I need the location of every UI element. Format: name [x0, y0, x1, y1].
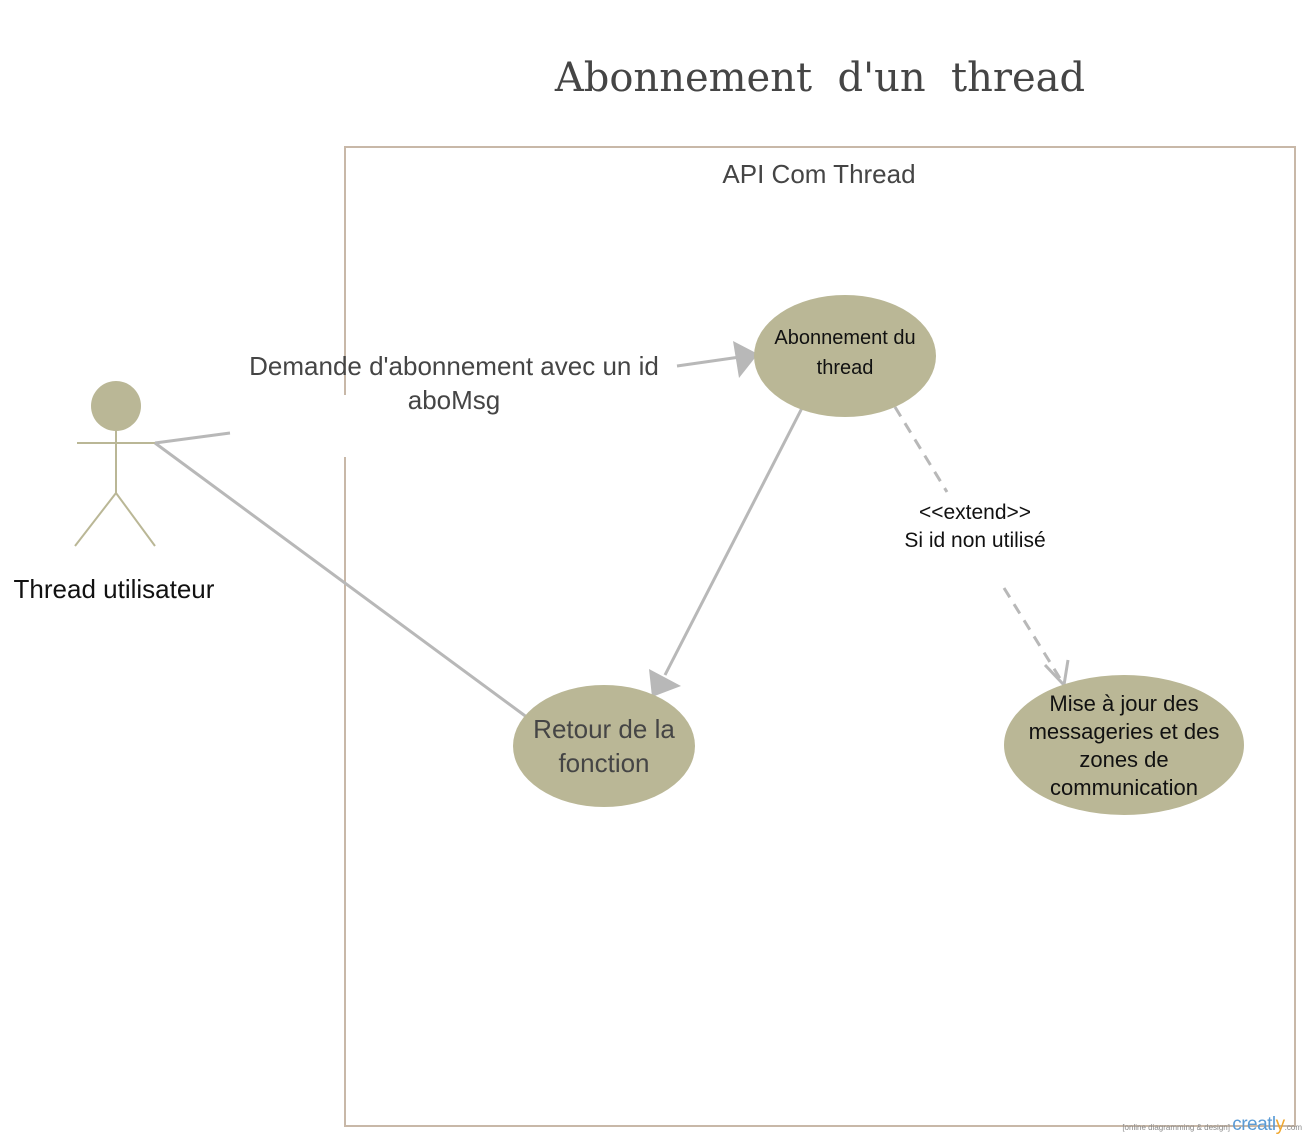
extend-stereotype-label: <<extend>> [919, 501, 1031, 524]
use-case-mise-a-jour[interactable]: Mise à jour des messageries et des zones… [1004, 675, 1244, 815]
watermark-tagline: [online diagramming & design] [1122, 1123, 1230, 1132]
arrowhead-return [649, 669, 681, 697]
use-case-label-line-1: Mise à jour des [1049, 691, 1198, 716]
actor-left-leg [74, 492, 117, 547]
use-case-abonnement-du-thread[interactable]: Abonnement du thread [754, 295, 936, 417]
use-case-ellipse [513, 685, 695, 807]
use-case-label-line-2: messageries et des [1029, 719, 1220, 744]
use-case-label-line-3: zones de [1079, 747, 1168, 772]
extend-dashed-line-lower[interactable] [1002, 587, 1063, 681]
use-case-ellipse [754, 295, 936, 417]
brand-main: creatl [1232, 1114, 1276, 1135]
actor-right-leg [115, 492, 156, 547]
system-boundary-label: API Com Thread [722, 159, 915, 189]
arrowhead-request [733, 341, 758, 378]
use-case-label-line-1: Abonnement du [774, 327, 915, 349]
actor-head [91, 381, 141, 431]
use-case-label-line-1: Retour de la [533, 714, 675, 744]
use-case-ellipse [1004, 675, 1244, 815]
actor-label: Thread utilisateur [14, 574, 215, 604]
system-boundary[interactable] [344, 146, 1296, 1127]
flow-subscribe-to-return[interactable] [663, 407, 804, 676]
request-label-line-1: Demande d'abonnement avec un id [249, 351, 659, 381]
boundary-gap [338, 395, 354, 457]
request-label-line-2: aboMsg [408, 385, 501, 415]
association-actor-return[interactable] [154, 441, 529, 720]
association-request-start[interactable] [154, 431, 231, 445]
brand-accent: y [1275, 1114, 1286, 1135]
brand-suffix: .com [1284, 1123, 1302, 1132]
creately-logo: creatly [1232, 1114, 1286, 1135]
use-case-label-line-4: communication [1050, 775, 1198, 800]
extend-dashed-line-upper[interactable] [893, 406, 949, 493]
use-case-retour-de-la-fonction[interactable]: Retour de la fonction [513, 685, 695, 807]
association-request-end[interactable] [676, 355, 741, 368]
extend-condition-label: Si id non utilisé [904, 529, 1045, 552]
use-case-label-line-2: fonction [558, 748, 649, 778]
actor-thread-utilisateur[interactable] [74, 381, 156, 547]
use-case-label-line-2: thread [817, 357, 874, 379]
diagram-title: Abonnement d'un thread [554, 55, 1085, 101]
creately-watermark: [online diagramming & design] creatly.co… [1122, 1114, 1302, 1136]
